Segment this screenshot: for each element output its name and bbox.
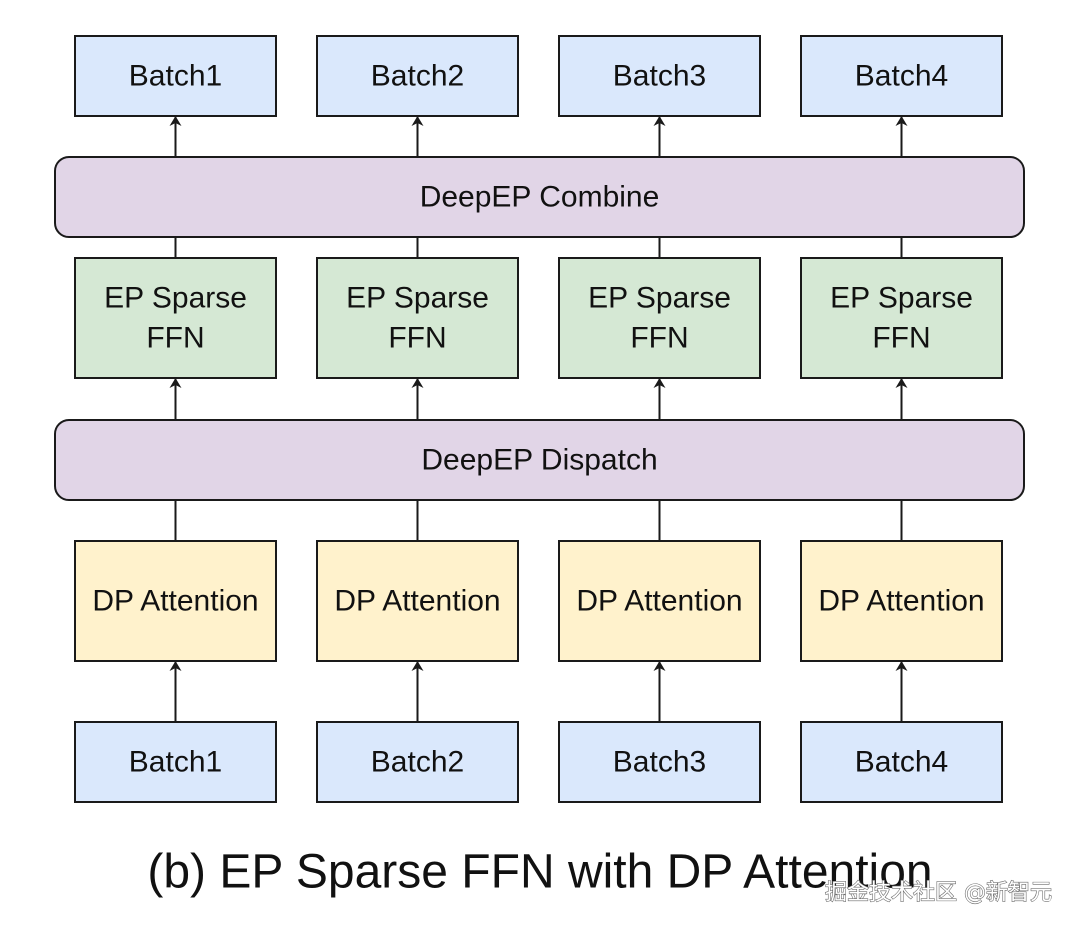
ep-sparse-ffn-box	[74, 257, 277, 379]
input-batch-label: Batch1	[129, 746, 222, 779]
output-batch-box	[558, 35, 761, 117]
deepep-combine-bar: DeepEP Combine	[54, 156, 1025, 238]
dp-attention-label: DP Attention	[334, 585, 500, 618]
input-batch-label: Batch4	[855, 746, 948, 779]
ep-sparse-ffn-box	[316, 257, 519, 379]
output-batch-box	[316, 35, 519, 117]
figure-caption: (b) EP Sparse FFN with DP Attention	[147, 846, 932, 899]
ep-sparse-ffn-label-line1: EP Sparse	[346, 282, 489, 315]
connectors	[169, 116, 908, 722]
deepep-dispatch-box	[54, 419, 1025, 501]
input-batch-label: Batch2	[371, 746, 464, 779]
deepep-dispatch-bar: DeepEP Dispatch	[54, 419, 1025, 501]
ep-sparse-ffn-label-line2: FFN	[146, 322, 204, 355]
output-batch-label: Batch1	[129, 60, 222, 93]
dp-attention-label: DP Attention	[818, 585, 984, 618]
deepep-dispatch-label: DeepEP Dispatch	[421, 444, 657, 477]
dp-attention-box	[800, 540, 1003, 662]
output-batch-box	[800, 35, 1003, 117]
ep-sparse-ffn-box	[800, 257, 1003, 379]
dp-attention-box	[74, 540, 277, 662]
deepep-combine-label: DeepEP Combine	[420, 181, 660, 214]
dp-attention-box	[316, 540, 519, 662]
deepep-combine-box	[54, 156, 1025, 238]
ep-sparse-ffn-label-line2: FFN	[630, 322, 688, 355]
dp-attention-label: DP Attention	[576, 585, 742, 618]
input-batch-box	[558, 721, 761, 803]
dp-attention-row: DP Attention DP Attention DP Attention DP A…	[74, 540, 1003, 662]
output-batch-label: Batch2	[371, 60, 464, 93]
input-batch-row: Batch1 Batch2 Batch3 Batch4	[74, 721, 1003, 803]
ep-sparse-ffn-label-line1: EP Sparse	[104, 282, 247, 315]
input-batch-box	[74, 721, 277, 803]
output-batch-box	[74, 35, 277, 117]
ep-sparse-ffn-label-line1: EP Sparse	[830, 282, 973, 315]
watermark: 掘金技术社区 @新智元	[825, 881, 1052, 906]
ep-sparse-ffn-label-line1: EP Sparse	[588, 282, 731, 315]
output-batch-label: Batch4	[855, 60, 948, 93]
ep-sparse-ffn-label-line2: FFN	[872, 322, 930, 355]
output-batch-label: Batch3	[613, 60, 706, 93]
ep-sparse-ffn-box	[558, 257, 761, 379]
dp-attention-box	[558, 540, 761, 662]
ep-sparse-ffn-label-line2: FFN	[388, 322, 446, 355]
output-batch-row: Batch1 Batch2 Batch3 Batch4	[74, 35, 1003, 117]
dp-attention-label: DP Attention	[92, 585, 258, 618]
input-batch-box	[800, 721, 1003, 803]
input-batch-box	[316, 721, 519, 803]
input-batch-label: Batch3	[613, 746, 706, 779]
